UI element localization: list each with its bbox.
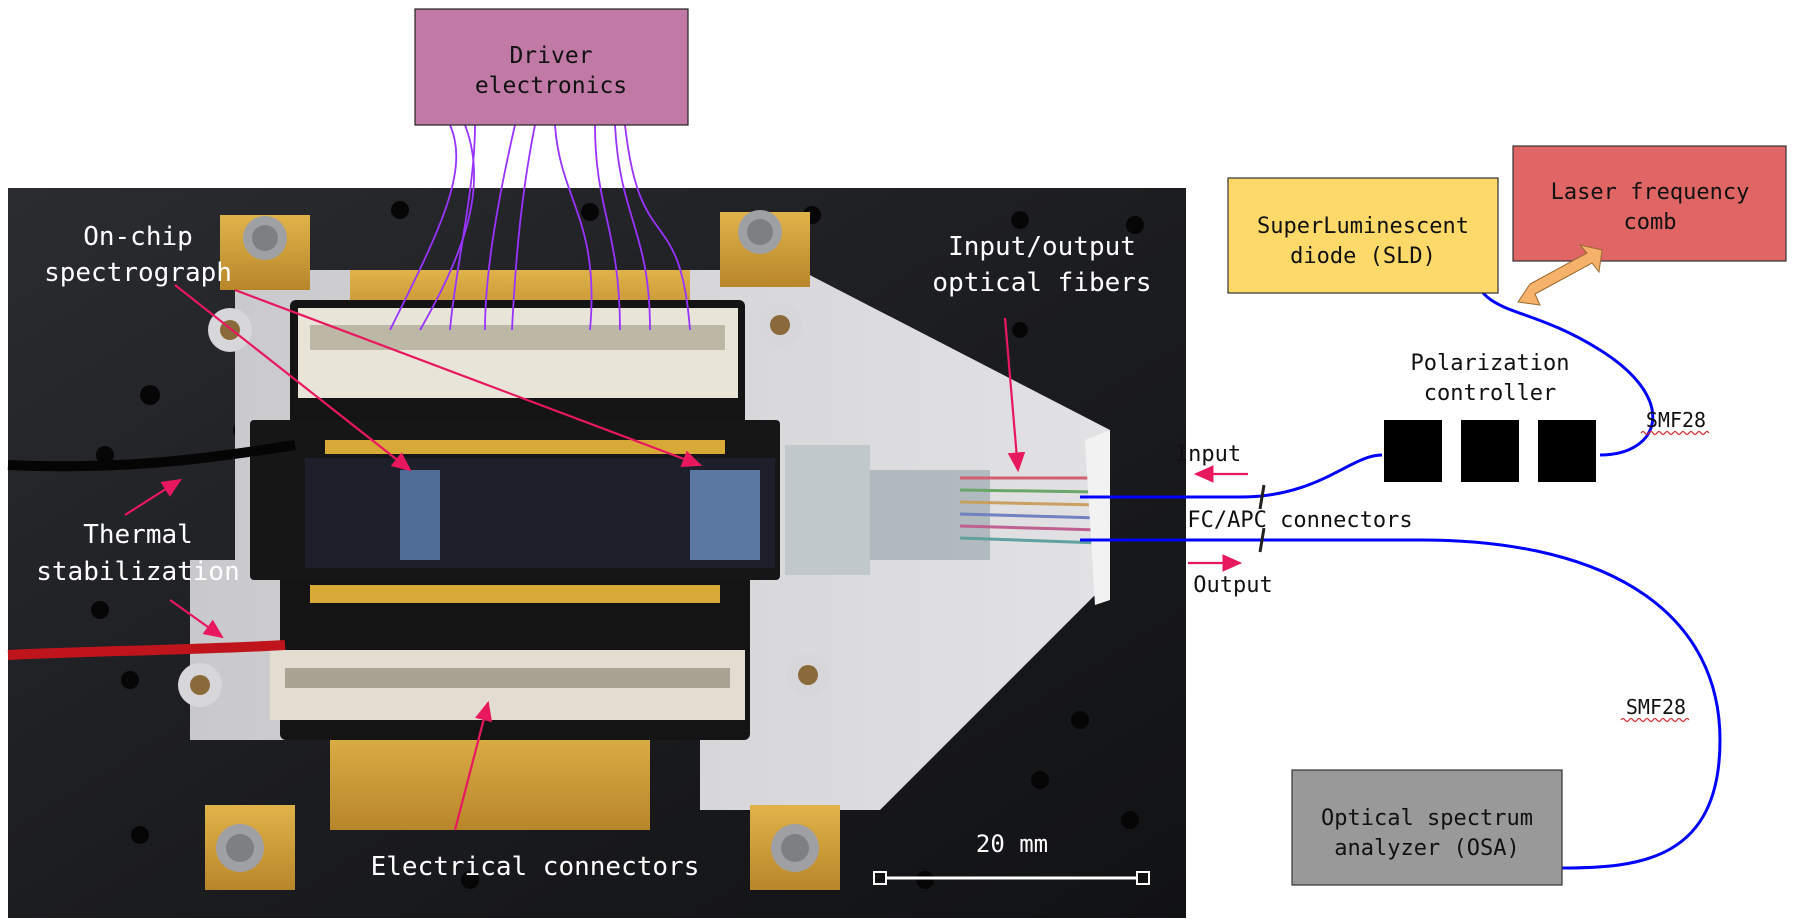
comb-line2: comb — [1624, 210, 1677, 235]
smf28-top-label: SMF28 — [1646, 408, 1706, 432]
polarization-line1: Polarization — [1411, 351, 1570, 376]
label-electrical-connectors: Electrical connectors — [371, 852, 700, 882]
fiber-lines — [1080, 261, 1722, 870]
polarization-line2: controller — [1424, 381, 1556, 406]
label-optical-fibers: Input/output optical fibers — [932, 232, 1151, 298]
smf28-bottom-label: SMF28 — [1626, 695, 1686, 719]
sld-line1: SuperLuminescent — [1257, 214, 1469, 239]
scale-bar: 20 mm — [873, 830, 1150, 885]
polarization-paddle-1 — [1384, 420, 1442, 482]
label-thermal-stabilization: Thermal stabilization — [36, 520, 240, 587]
osa-line2: analyzer (OSA) — [1334, 836, 1519, 861]
sld-line2: diode (SLD) — [1290, 244, 1436, 269]
smf28-top: SMF28 — [1640, 408, 1710, 436]
scale-label: 20 mm — [976, 830, 1048, 858]
driver-electronics-line2: electronics — [475, 73, 627, 99]
osa-line1: Optical spectrum — [1321, 806, 1533, 831]
sld-box: SuperLuminescent diode (SLD) — [1227, 177, 1499, 294]
osa-box: Optical spectrum analyzer (OSA) — [1291, 769, 1563, 886]
driver-electronics-line1: Driver — [509, 43, 592, 69]
driver-electronics-box: Driver electronics — [414, 8, 689, 126]
thermal-line2: stabilization — [36, 557, 240, 587]
driver-wires — [389, 124, 691, 331]
output-label: Output — [1193, 573, 1272, 598]
fibers-line1: Input/output — [948, 232, 1136, 262]
onchip-line1: On-chip — [83, 222, 193, 252]
setup-photo — [7, 188, 1186, 918]
onchip-line2: spectrograph — [44, 258, 232, 288]
polarization-controller: Polarization controller — [1384, 351, 1596, 482]
fibers-line2: optical fibers — [932, 268, 1151, 298]
fc-apc-label: FC/APC connectors — [1187, 508, 1412, 533]
polarization-paddle-3 — [1538, 420, 1596, 482]
smf28-bottom: SMF28 — [1620, 695, 1690, 723]
thermal-line1: Thermal — [83, 520, 193, 550]
polarization-paddle-2 — [1461, 420, 1519, 482]
io-labels: Input FC/APC connectors Output — [1175, 442, 1413, 598]
laser-comb-box: Laser frequency comb — [1512, 145, 1787, 262]
comb-double-arrow — [1517, 244, 1603, 306]
annotation-arrows — [124, 284, 1026, 831]
input-label: Input — [1175, 442, 1241, 467]
label-onchip-spectrograph: On-chip spectrograph — [44, 222, 232, 288]
comb-line1: Laser frequency — [1551, 180, 1750, 205]
fc-apc-connector-marks — [1258, 484, 1266, 553]
